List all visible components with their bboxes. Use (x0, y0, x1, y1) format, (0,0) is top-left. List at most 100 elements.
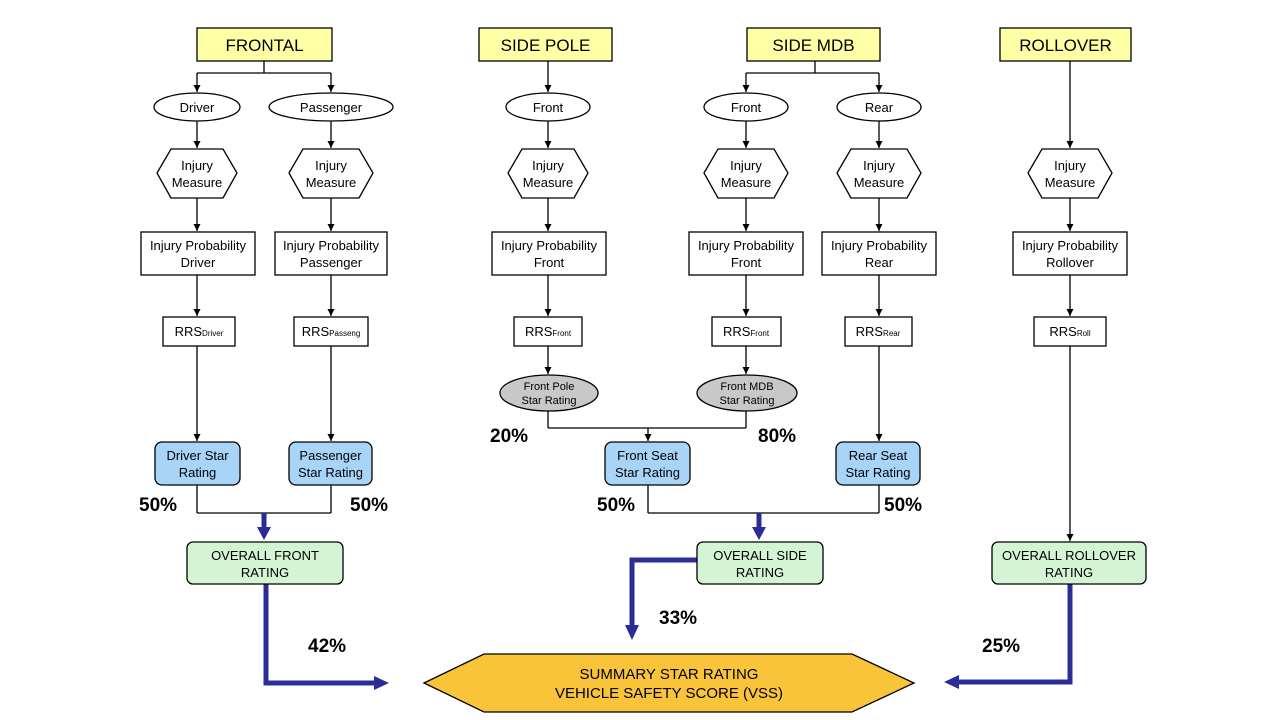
rrs-passenger: RRSPasseng (293, 316, 369, 347)
rrs-passenger-base: RRS (302, 324, 330, 339)
header-frontal-label: FRONTAL (225, 36, 303, 55)
front-pole-star-rating-line2: Star Rating (521, 395, 576, 407)
overall-side-rating-line2: RATING (736, 565, 784, 580)
front-seat-star-rating-line1: Front Seat (617, 448, 678, 463)
overall-side-rating: OVERALL SIDE RATING (696, 541, 824, 585)
weight-side-to-vss: 33% (659, 608, 697, 629)
rrs-pole-front-base: RRS (525, 324, 553, 339)
weight-rollover-to-vss: 25% (982, 636, 1020, 657)
occupant-pole-front-label: Front (533, 100, 564, 115)
injury-measure-passenger-line2: Measure (306, 175, 357, 190)
occupant-mdb-rear-label: Rear (865, 100, 894, 115)
rrs-pole-front: RRSFront (513, 316, 583, 347)
probability-mdb-rear: Injury Probability Rear (821, 231, 937, 276)
probability-driver-line1: Injury Probability (150, 238, 247, 253)
rrs-mdb-rear-base: RRS (856, 324, 884, 339)
injury-measure-mdb-rear: Injury Measure (836, 148, 922, 199)
connector-lines (193, 61, 1074, 541)
overall-front-rating-line1: OVERALL FRONT (211, 548, 319, 563)
svg-text:RRSFront: RRSFront (525, 324, 572, 339)
header-rollover: ROLLOVER (999, 27, 1132, 62)
probability-pole-front: Injury Probability Front (491, 231, 607, 276)
rrs-passenger-sub: Passeng (329, 329, 360, 338)
front-to-vss-arrow (263, 583, 376, 686)
rrs-mdb-rear-sub: Rear (883, 329, 901, 338)
rrs-pole-front-sub: Front (552, 329, 571, 338)
rrs-driver: RRSDriver (162, 316, 236, 347)
rrs-rollover-base: RRS (1049, 324, 1077, 339)
injury-measure-passenger: Injury Measure (288, 148, 374, 199)
injury-measure-mdb-front-line1: Injury (730, 158, 762, 173)
injury-measure-pole-front: Injury Measure (507, 148, 589, 199)
passenger-star-rating-line2: Star Rating (298, 465, 363, 480)
weight-front-to-vss: 42% (308, 636, 346, 657)
probability-driver-line2: Driver (181, 255, 216, 270)
occupant-driver: Driver (153, 92, 241, 122)
svg-text:RRSRoll: RRSRoll (1049, 324, 1090, 339)
injury-measure-driver-line2: Measure (172, 175, 223, 190)
occupant-passenger: Passenger (268, 92, 394, 122)
weight-mdb: 80% (758, 426, 796, 447)
injury-measure-mdb-rear-line1: Injury (863, 158, 895, 173)
front-seat-star-rating: Front Seat Star Rating (604, 441, 691, 486)
summary-line2: VEHICLE SAFETY SCORE (VSS) (555, 685, 783, 702)
header-side-mdb-label: SIDE MDB (772, 36, 854, 55)
rrs-mdb-front-sub: Front (750, 329, 769, 338)
probability-rollover-line1: Injury Probability (1022, 238, 1119, 253)
side-to-vss-arrowhead (625, 625, 639, 640)
occupant-mdb-front: Front (703, 92, 789, 122)
overall-rollover-rating-line1: OVERALL ROLLOVER (1002, 548, 1136, 563)
probability-passenger-line2: Passenger (300, 255, 363, 270)
driver-star-rating: Driver Star Rating (154, 441, 241, 486)
overall-rollover-rating: OVERALL ROLLOVER RATING (991, 541, 1147, 585)
side-to-vss-arrow (629, 557, 697, 627)
front-to-vss-arrowhead (374, 676, 389, 690)
injury-measure-driver-line1: Injury (181, 158, 213, 173)
driver-star-rating-line2: Rating (179, 465, 217, 480)
probability-mdb-front-line1: Injury Probability (698, 238, 795, 253)
occupant-pole-front: Front (505, 92, 591, 122)
front-mdb-star-rating-line1: Front MDB (720, 381, 773, 393)
rrs-rollover: RRSRoll (1033, 316, 1107, 347)
front-pole-star-rating-line1: Front Pole (524, 381, 575, 393)
overall-side-rating-line1: OVERALL SIDE (713, 548, 807, 563)
header-frontal: FRONTAL (196, 27, 333, 62)
occupant-passenger-label: Passenger (300, 100, 363, 115)
header-side-pole-label: SIDE POLE (501, 36, 591, 55)
side-combine-arrowhead (752, 527, 766, 540)
weight-driver: 50% (139, 495, 177, 516)
front-mdb-star-rating: Front MDB Star Rating (696, 374, 798, 412)
header-side-pole: SIDE POLE (478, 27, 613, 62)
overall-front-rating: OVERALL FRONT RATING (186, 541, 344, 585)
rollover-to-vss-arrow (957, 583, 1073, 685)
probability-mdb-front: Injury Probability Front (688, 231, 804, 276)
rrs-driver-sub: Driver (202, 329, 224, 338)
injury-measure-mdb-front: Injury Measure (703, 148, 789, 199)
weight-arrows (257, 513, 1073, 690)
weight-labels: 20% 80% 50% 50% 50% 50% 42% 33% 25% (139, 426, 1020, 657)
injury-measure-rollover: Injury Measure (1027, 148, 1113, 199)
weight-pole: 20% (490, 426, 528, 447)
injury-measure-driver: Injury Measure (156, 148, 238, 199)
rrs-mdb-front-base: RRS (723, 324, 751, 339)
occupant-mdb-rear: Rear (836, 92, 922, 122)
weight-passenger: 50% (350, 495, 388, 516)
injury-measure-passenger-line1: Injury (315, 158, 347, 173)
probability-rollover-line2: Rollover (1046, 255, 1094, 270)
svg-text:RRSDriver: RRSDriver (175, 324, 224, 339)
injury-measure-mdb-rear-line2: Measure (854, 175, 905, 190)
probability-passenger-line1: Injury Probability (283, 238, 380, 253)
front-combine-arrowhead (257, 527, 271, 540)
overall-front-rating-line2: RATING (241, 565, 289, 580)
rear-seat-star-rating-line1: Rear Seat (849, 448, 908, 463)
probability-mdb-rear-line2: Rear (865, 255, 894, 270)
passenger-star-rating: Passenger Star Rating (288, 441, 373, 486)
weight-rear-seat: 50% (884, 495, 922, 516)
probability-mdb-rear-line1: Injury Probability (831, 238, 928, 253)
driver-star-rating-line1: Driver Star (166, 448, 229, 463)
probability-pole-front-line2: Front (534, 255, 565, 270)
probability-passenger: Injury Probability Passenger (274, 231, 388, 276)
injury-measure-mdb-front-line2: Measure (721, 175, 772, 190)
probability-pole-front-line1: Injury Probability (501, 238, 598, 253)
